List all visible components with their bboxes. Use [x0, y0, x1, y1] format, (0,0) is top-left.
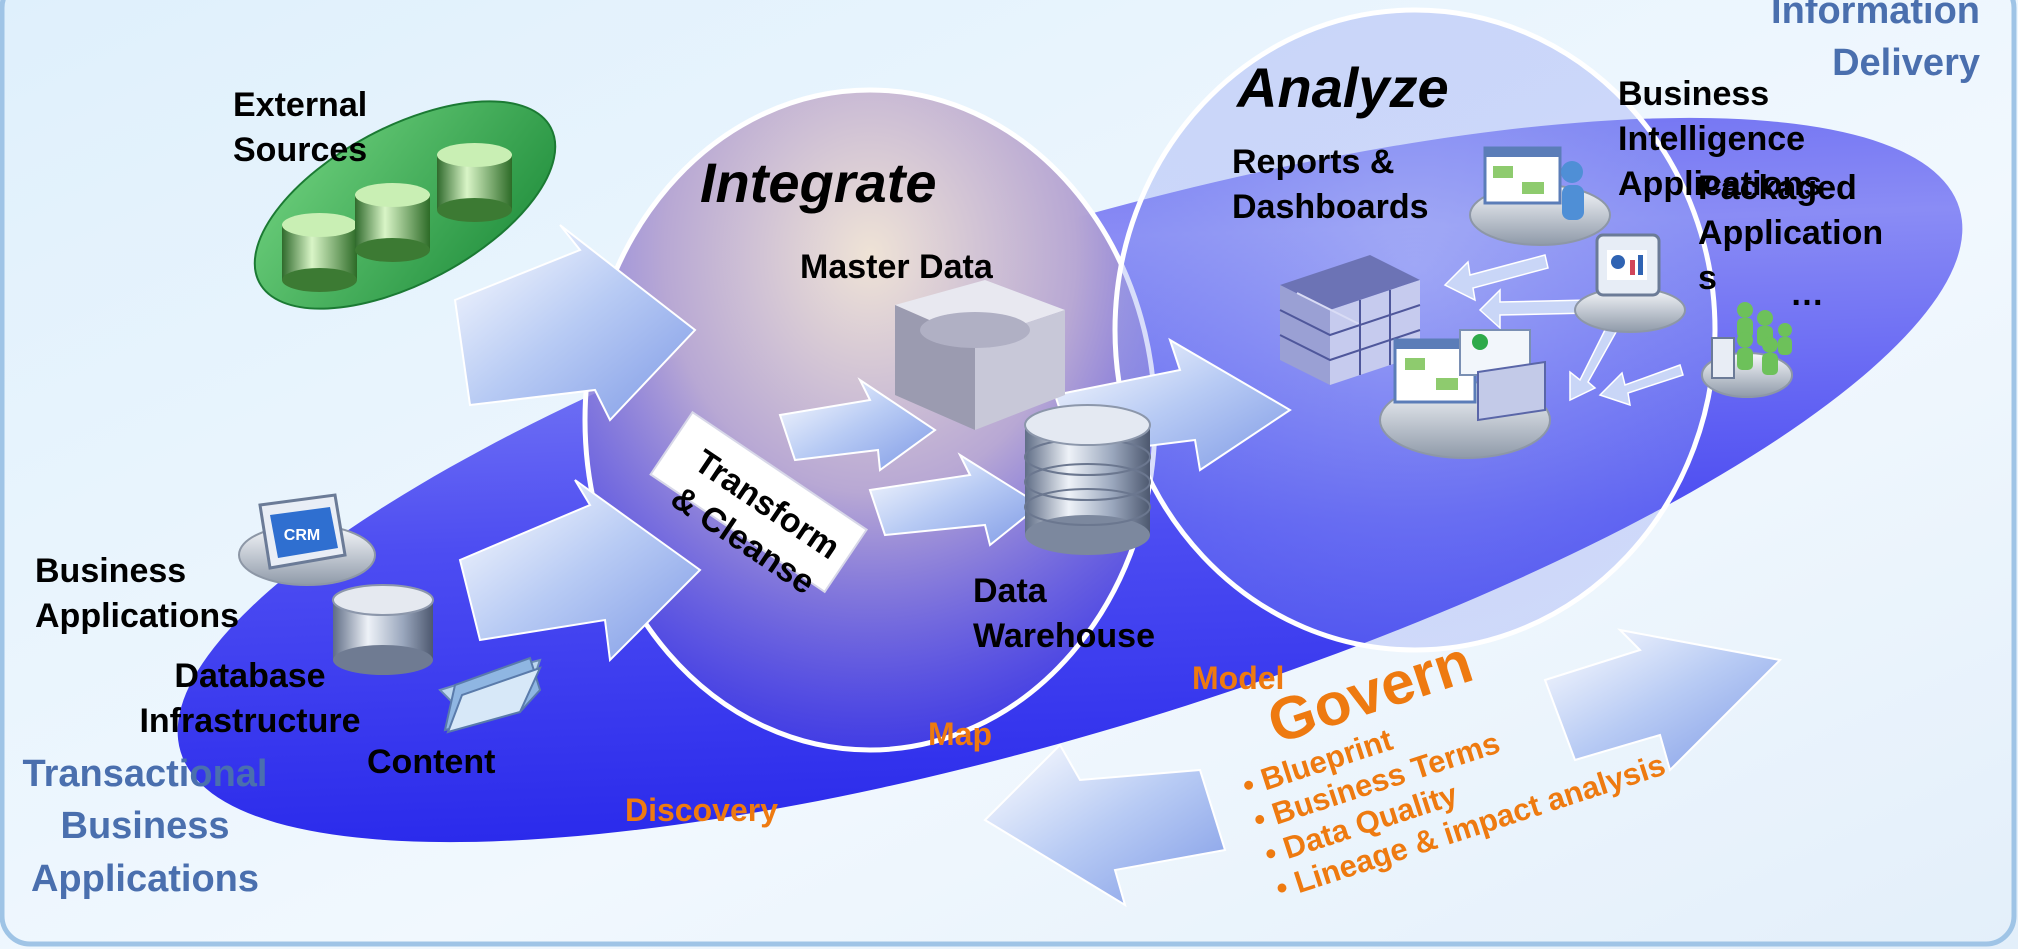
dashboard-window-icon: [1469, 146, 1611, 246]
data-warehouse-label: Data Warehouse: [973, 572, 1156, 655]
external-sources-label: External Sources: [233, 86, 368, 169]
crm-badge: CRM: [284, 527, 320, 544]
business-applications-label: Business Applications: [35, 552, 240, 635]
analyze-title: Analyze: [1237, 56, 1449, 119]
bi-applications-label: Business Intelligence Applications: [1618, 75, 1823, 203]
database-icon: [332, 584, 434, 675]
dashboard-window-icon: [1574, 233, 1686, 333]
crm-icon: CRM: [238, 493, 376, 586]
master-data-label: Master Data: [800, 248, 993, 286]
warehouse-cylinder-icon: [1024, 404, 1151, 555]
folder-icon: [438, 656, 542, 734]
cube-icon: [895, 280, 1065, 430]
reports-dashboards-label: Reports & Dashboards: [1232, 143, 1429, 226]
integrate-title: Integrate: [700, 151, 937, 214]
flow-arrow-icon: [1443, 254, 1684, 407]
model-label: Model: [1192, 660, 1285, 696]
transform-plate: [649, 410, 869, 594]
green-disk-stack-icon: [253, 100, 557, 310]
transactional-apps-label: Transactional Business Applications: [22, 753, 268, 900]
information-delivery-label: Information Delivery: [1771, 0, 1980, 85]
dashboard-window-icon: [1379, 329, 1551, 459]
ellipsis-label: …: [1790, 275, 1824, 313]
packaged-applications-label: Packaged Application s: [1698, 169, 1884, 297]
discovery-label: Discovery: [625, 792, 778, 828]
content-label: Content: [367, 743, 496, 781]
map-label: Map: [928, 716, 992, 752]
database-infrastructure-label: Database Infrastructure: [139, 657, 361, 740]
people-icon: [1701, 302, 1793, 398]
